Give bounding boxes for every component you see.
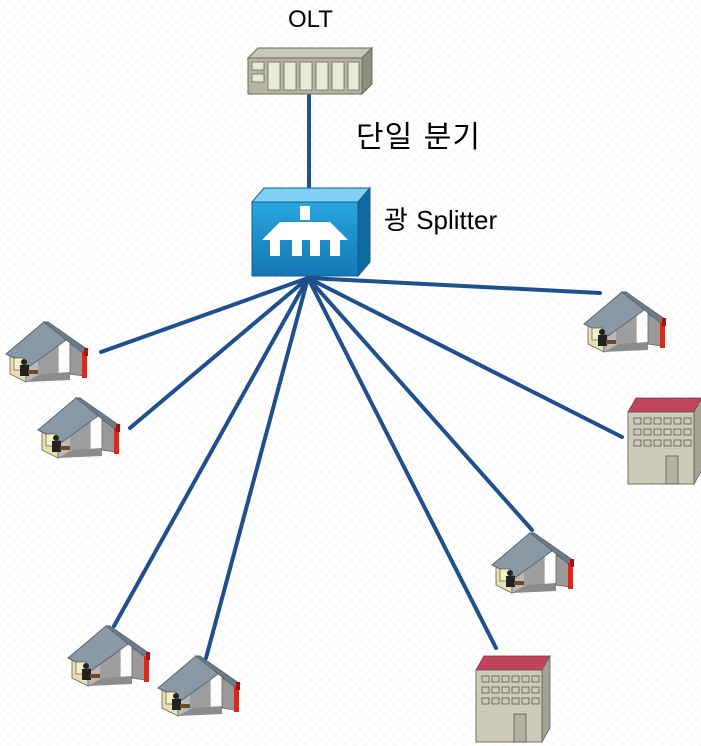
building-icon [475,655,551,743]
optical-splitter-icon [250,186,372,278]
house-icon [67,625,151,687]
fiber-link-7 [306,276,534,532]
fiber-link-2 [128,276,310,430]
olt-device-icon [246,46,374,96]
house-icon [5,321,89,383]
fiber-link-6 [306,276,624,439]
splitter-name: Splitter [416,205,498,235]
olt-label: OLT [288,6,333,33]
optical-splitter-label: 광 Splitter [384,200,497,237]
house-icon [157,655,241,717]
building-icon [627,397,701,485]
fiber-link-8 [306,276,498,650]
splitter-prefix: 광 [384,206,408,236]
fiber-link-5 [306,276,602,295]
fiber-link-1 [99,276,310,354]
house-icon [37,397,121,459]
fiber-link-3 [112,276,310,628]
fiber-link-4 [204,276,310,660]
house-icon [491,532,575,594]
house-icon [583,291,667,353]
fiber-links [99,94,624,660]
single-branch-label: 단일 분기 [356,120,481,155]
